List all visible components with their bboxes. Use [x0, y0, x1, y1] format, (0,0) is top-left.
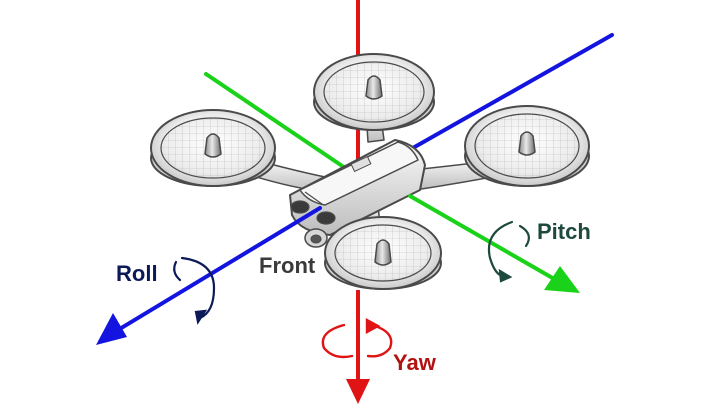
pitch-rotation-icon	[487, 220, 531, 283]
roll-label: Roll	[116, 261, 158, 286]
roll-rotation-icon	[173, 256, 216, 325]
drone-illustration	[150, 53, 590, 290]
yaw-label: Yaw	[393, 350, 436, 375]
rotor-back	[313, 53, 435, 131]
front-sensor-left	[290, 200, 310, 214]
pitch-label: Pitch	[537, 219, 591, 244]
pitch-axis-arrowhead	[544, 266, 580, 293]
yaw-axis-arrowhead	[346, 379, 370, 404]
rotor-left	[150, 109, 276, 187]
rotor-right	[464, 105, 590, 187]
front-label: Front	[259, 253, 316, 278]
front-sensor-right	[316, 211, 336, 225]
pitch-axis-back	[204, 72, 362, 180]
rotor-front	[324, 216, 442, 290]
pitch-axis	[408, 194, 558, 282]
roll-axis	[116, 206, 322, 332]
yaw-rotation-icon	[321, 317, 393, 359]
roll-axis-arrowhead	[96, 313, 127, 345]
axes-front	[96, 194, 580, 404]
